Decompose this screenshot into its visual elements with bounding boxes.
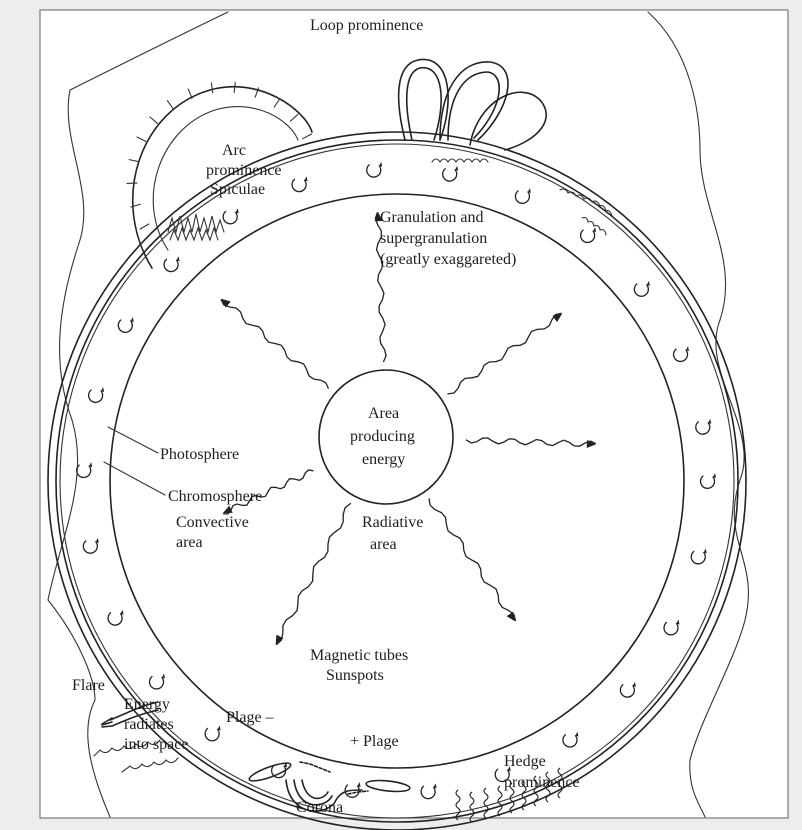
energy-label-line3: into space [124,736,188,753]
arc-prominence-label-line1: Arc [222,142,246,159]
granulation-label-line1: Granulation and [380,209,484,226]
sunspots-label: Sunspots [326,667,384,684]
flare-label: Flare [72,677,105,694]
granulation-label-line3: (greatly exaggareted) [380,251,516,268]
loop-prominence-label: Loop prominence [310,17,423,34]
hedge-prominence-label-line2: prominence [504,774,580,791]
core-label-line3: energy [362,451,405,468]
corona-label: Corona [296,799,343,816]
core-label-line2: producing [350,428,415,445]
convective-area-label-line1: Convective [176,514,249,531]
chromosphere-label: Chromosphere [168,488,262,505]
arc-prominence-label-line2: prominence [206,162,282,179]
radiative-area-label-line1: Radiative [362,514,423,531]
plage-left-label: Plage – [226,709,275,726]
magnetic-tubes-label: Magnetic tubes [310,647,408,664]
hedge-prominence-label-line1: Hedge [504,753,546,770]
spiculae-label: Spiculae [210,181,265,198]
convective-area-label-line2: area [176,534,203,551]
core-label-line1: Area [368,405,399,422]
energy-label-line1: Energy [124,696,170,713]
photosphere-label: Photosphere [160,446,239,463]
plage-right-label: + Plage [350,733,399,750]
radiative-area-label-line2: area [370,536,397,553]
energy-label-line2: radiates [124,716,174,733]
granulation-label-line2: supergranulation [380,230,487,247]
